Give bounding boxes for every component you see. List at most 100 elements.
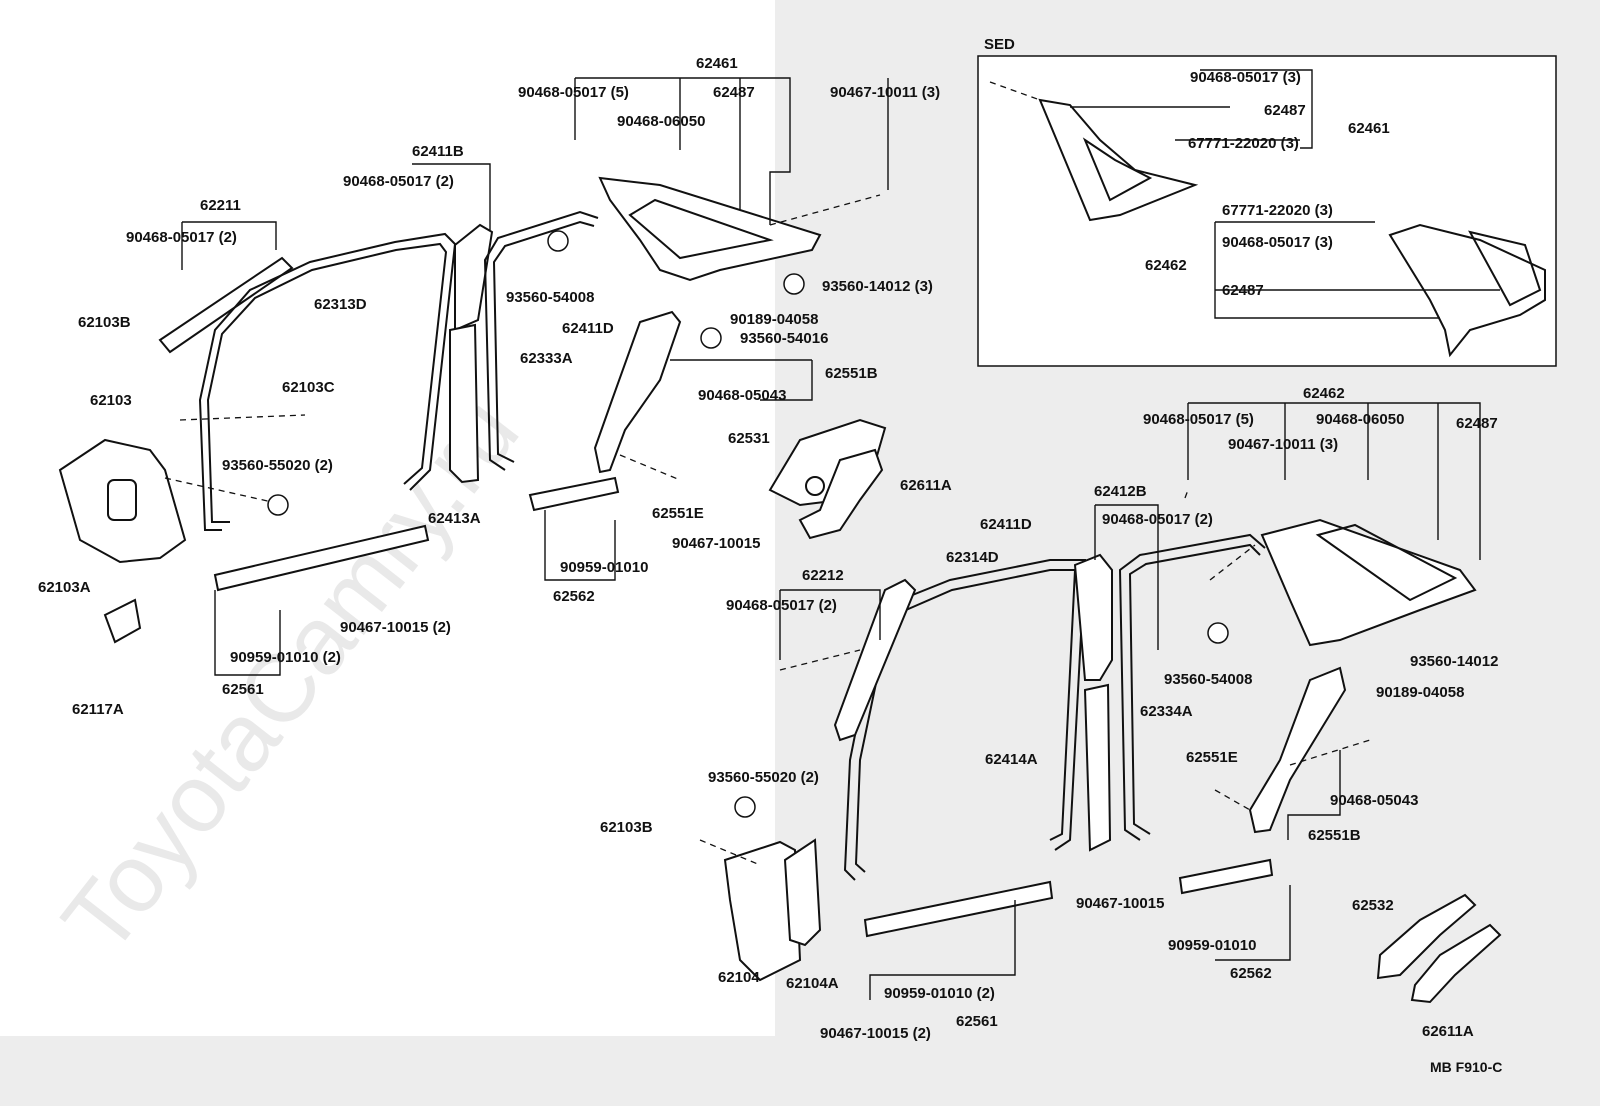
part-62334A <box>1118 533 1266 841</box>
label-62411B: 62411B <box>412 143 464 160</box>
part-62117A <box>103 598 142 644</box>
label-93560-55020-2: 93560-55020 (2) <box>222 457 333 474</box>
label-62411D: 62411D <box>562 320 614 337</box>
label-62551E: 62551E <box>652 505 704 522</box>
part-62212 <box>833 578 917 742</box>
label-r62104A: 62104A <box>786 975 839 992</box>
footer-code: MB F910-C <box>1430 1059 1502 1075</box>
part-62104A <box>783 838 822 947</box>
label-90468-05017-2b: 90468-05017 (2) <box>126 229 237 246</box>
dashed-guides <box>164 81 1371 866</box>
part-62532 <box>1376 893 1477 980</box>
sed-label-90468-05017-3b: 90468-05017 (3) <box>1222 234 1333 251</box>
part-62333A <box>483 210 599 471</box>
label-90959-01010: 90959-01010 <box>560 559 648 576</box>
part-62211 <box>158 256 294 354</box>
sed-part-62461 <box>1038 98 1199 222</box>
label-62611A: 62611A <box>900 477 952 494</box>
label-93560-54008: 93560-54008 <box>506 289 594 306</box>
label-r62414A: 62414A <box>985 751 1038 768</box>
label-r62412B: 62412B <box>1094 483 1147 500</box>
part-62562-left <box>528 476 620 512</box>
sed-label-90468-05017-3: 90468-05017 (3) <box>1190 69 1301 86</box>
part-62414A <box>1083 683 1112 852</box>
s-clip-icons <box>267 230 1229 818</box>
label-62211: 62211 <box>200 197 241 214</box>
part-62611A-right <box>1410 923 1502 1004</box>
label-r90467-10015: 90467-10015 <box>1076 895 1164 912</box>
label-r62334A: 62334A <box>1140 703 1193 720</box>
label-62103C: 62103C <box>282 379 335 396</box>
label-62487: 62487 <box>713 84 755 101</box>
label-r62551B: 62551B <box>1308 827 1361 844</box>
label-r90468-05017-2b: 90468-05017 (2) <box>726 597 837 614</box>
label-62562: 62562 <box>553 588 595 605</box>
part-62562-right <box>1178 858 1274 895</box>
label-r62551E: 62551E <box>1186 749 1238 766</box>
label-r93560-55020-2: 93560-55020 (2) <box>708 769 819 786</box>
label-90959-01010-2: 90959-01010 (2) <box>230 649 341 666</box>
label-r62532: 62532 <box>1352 897 1394 914</box>
label-90468-05043: 90468-05043 <box>698 387 786 404</box>
part-62561-left <box>213 524 430 592</box>
part-62551B <box>593 310 682 474</box>
sed-label-62462: 62462 <box>1145 257 1187 274</box>
label-90468-05017-2a: 90468-05017 (2) <box>343 173 454 190</box>
label-62103B: 62103B <box>78 314 131 331</box>
label-62117A: 62117A <box>72 701 124 718</box>
label-93560-54016: 93560-54016 <box>740 330 828 347</box>
label-90467-10015-2: 90467-10015 (2) <box>340 619 451 636</box>
label-r62212: 62212 <box>802 567 844 584</box>
label-r90959-01010-2: 90959-01010 (2) <box>884 985 995 1002</box>
label-90468-05017-5: 90468-05017 (5) <box>518 84 629 101</box>
label-r90468-06050: 90468-06050 <box>1316 411 1404 428</box>
part-62461 <box>598 176 822 282</box>
part-62561-right <box>863 880 1054 938</box>
label-r62462: 62462 <box>1303 385 1345 402</box>
label-93560-14012-3: 93560-14012 (3) <box>822 278 933 295</box>
label-90467-10011-3: 90467-10011 (3) <box>830 84 940 101</box>
sed-label-67771-22020-3: 67771-22020 (3) <box>1188 135 1299 152</box>
label-r62314D: 62314D <box>946 549 999 566</box>
sed-label-62461: 62461 <box>1348 120 1390 137</box>
label-r90468-05043: 90468-05043 <box>1330 792 1418 809</box>
label-r90189-04058: 90189-04058 <box>1376 684 1464 701</box>
label-90189-04058: 90189-04058 <box>730 311 818 328</box>
label-62413A: 62413A <box>428 510 481 527</box>
sed-label: SED <box>984 36 1015 53</box>
part-62413A <box>449 323 480 484</box>
part-62104 <box>723 840 802 982</box>
label-62561: 62561 <box>222 681 264 698</box>
part-62611A-left <box>798 448 884 540</box>
label-r62611A: 62611A <box>1422 1023 1474 1040</box>
label-90467-10015: 90467-10015 <box>672 535 760 552</box>
sed-label-62487: 62487 <box>1264 102 1306 119</box>
part-62462-right <box>1260 518 1477 647</box>
label-62531: 62531 <box>728 430 770 447</box>
label-r62562: 62562 <box>1230 965 1272 982</box>
leader-lines <box>181 69 1500 1000</box>
sed-label-67771-22020-3b: 67771-22020 (3) <box>1222 202 1333 219</box>
label-62461: 62461 <box>696 55 738 72</box>
label-r90467-10015-2: 90467-10015 (2) <box>820 1025 931 1042</box>
label-62103: 62103 <box>90 392 132 409</box>
label-r90959-01010: 90959-01010 <box>1168 937 1256 954</box>
label-r93560-14012: 93560-14012 <box>1410 653 1498 670</box>
sed-label-62487b: 62487 <box>1222 282 1264 299</box>
label-r62104: 62104 <box>718 969 760 986</box>
label-90468-06050: 90468-06050 <box>617 113 705 130</box>
part-62551B-right <box>1248 666 1347 834</box>
part-62314D <box>843 559 1087 881</box>
label-r62561: 62561 <box>956 1013 998 1030</box>
label-r62411D: 62411D <box>980 516 1032 533</box>
label-r90468-05017-2: 90468-05017 (2) <box>1102 511 1213 528</box>
part-62412B <box>1073 553 1113 681</box>
label-62333A: 62333A <box>520 350 573 367</box>
label-62313D: 62313D <box>314 296 367 313</box>
label-r90467-10011-3: 90467-10011 (3) <box>1228 436 1338 453</box>
label-62103A: 62103A <box>38 579 91 596</box>
label-r62487: 62487 <box>1456 415 1498 432</box>
label-r90468-05017-5: 90468-05017 (5) <box>1143 411 1254 428</box>
